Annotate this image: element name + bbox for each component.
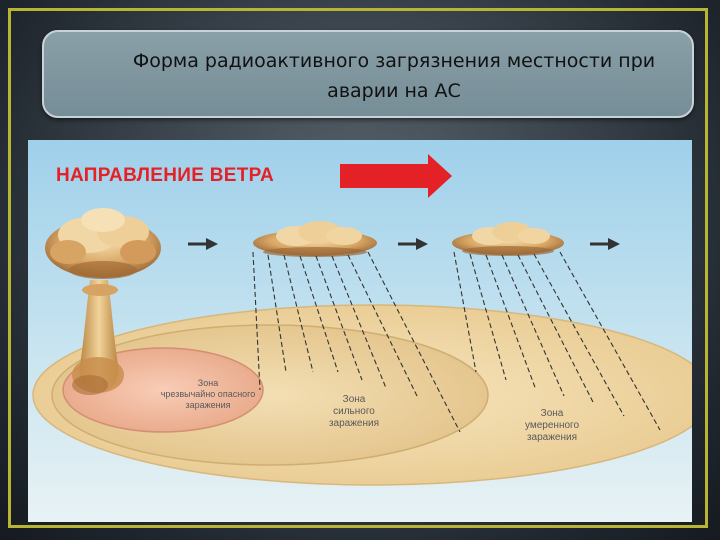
zone-strong-line-2: сильного bbox=[333, 406, 375, 417]
zone-strong-line-3: заражения bbox=[329, 418, 379, 429]
zone-moderate-line-1: Зона bbox=[541, 408, 564, 419]
zone-extreme-line-2: чрезвычайно опасного bbox=[161, 389, 256, 399]
slide-title: Форма радиоактивного загрязнения местнос… bbox=[104, 46, 684, 106]
zone-moderate-line-3: заражения bbox=[527, 432, 577, 443]
zone-extreme-line-3: заражения bbox=[185, 400, 230, 410]
wind-direction-label: НАПРАВЛЕНИЕ ВЕТРА bbox=[56, 165, 274, 186]
contamination-diagram: НАПРАВЛЕНИЕ ВЕТРА bbox=[28, 140, 692, 522]
title-box: Форма радиоактивного загрязнения местнос… bbox=[42, 30, 694, 118]
zone-moderate-line-2: умеренного bbox=[525, 420, 579, 431]
title-line-1: Форма радиоактивного загрязнения местнос… bbox=[104, 46, 684, 76]
zone-strong-line-1: Зона bbox=[343, 394, 366, 405]
zone-extreme-line-1: Зона bbox=[198, 378, 218, 388]
title-line-2: аварии на АС bbox=[104, 76, 684, 106]
